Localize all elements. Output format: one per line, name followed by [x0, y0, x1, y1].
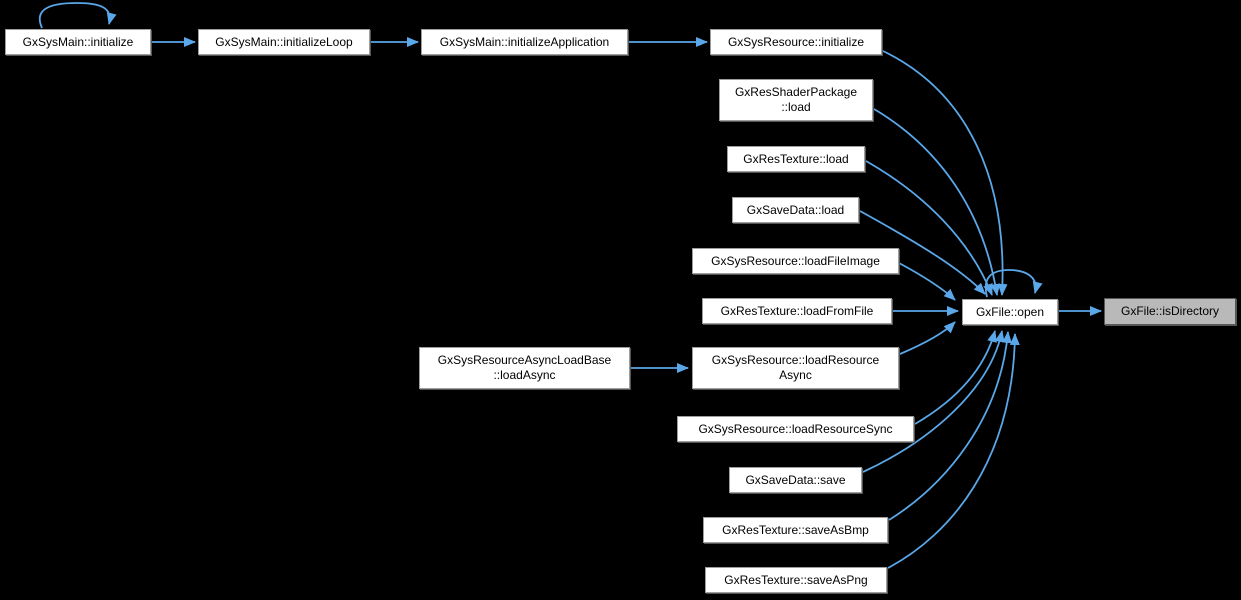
node-gxsysresource-loadfileimage[interactable]: GxSysResource::loadFileImage [692, 248, 899, 274]
node-gxsysresourceasyncloadbase-loadasync[interactable]: GxSysResourceAsyncLoadBase ::loadAsync [419, 347, 630, 389]
node-gxsysmain-initialize[interactable]: GxSysMain::initialize [5, 29, 151, 55]
node-gxrestexture-saveasbmp[interactable]: GxResTexture::saveAsBmp [703, 517, 888, 543]
edge-restexture-load-to-open [865, 160, 993, 296]
edge-savedata-load-to-open [859, 210, 986, 295]
node-gxsysresource-loadresourcesync[interactable]: GxSysResource::loadResourceSync [677, 416, 914, 442]
node-gxsavedata-load[interactable]: GxSaveData::load [732, 197, 859, 223]
node-gxresshaderpackage-load[interactable]: GxResShaderPackage ::load [719, 79, 873, 121]
node-gxsysresource-initialize[interactable]: GxSysResource::initialize [710, 29, 882, 55]
edge-shaderpackage-load-to-open [873, 108, 1001, 296]
node-gxfile-open[interactable]: GxFile::open [962, 299, 1058, 325]
edge-saveaspng-to-open [887, 333, 1020, 569]
node-gxrestexture-load[interactable]: GxResTexture::load [727, 146, 865, 172]
node-gxrestexture-loadfromfile[interactable]: GxResTexture::loadFromFile [702, 298, 892, 324]
edge-saveasbmp-to-open [888, 331, 1012, 521]
node-gxfile-isdirectory: GxFile::isDirectory [1104, 298, 1236, 325]
edge-loadresourcesync-to-open [914, 330, 997, 425]
node-gxsavedata-save[interactable]: GxSaveData::save [729, 467, 862, 493]
node-gxrestexture-saveaspng[interactable]: GxResTexture::saveAsPng [705, 567, 887, 593]
edge-loadfileimage-to-open [898, 262, 956, 301]
edge-initialize-self-loop [39, 2, 117, 29]
node-gxsysmain-initializeloop[interactable]: GxSysMain::initializeLoop [198, 29, 370, 55]
edge-resource-initialize-to-open [882, 50, 1008, 296]
node-gxsysmain-initializeapplication[interactable]: GxSysMain::initializeApplication [421, 29, 628, 55]
edge-savedata-save-to-open [862, 330, 1005, 473]
edge-open-self-loop [984, 269, 1043, 298]
edge-loadresourceasync-to-open [899, 321, 956, 355]
node-gxsysresource-loadresourceasync[interactable]: GxSysResource::loadResource Async [692, 347, 899, 389]
